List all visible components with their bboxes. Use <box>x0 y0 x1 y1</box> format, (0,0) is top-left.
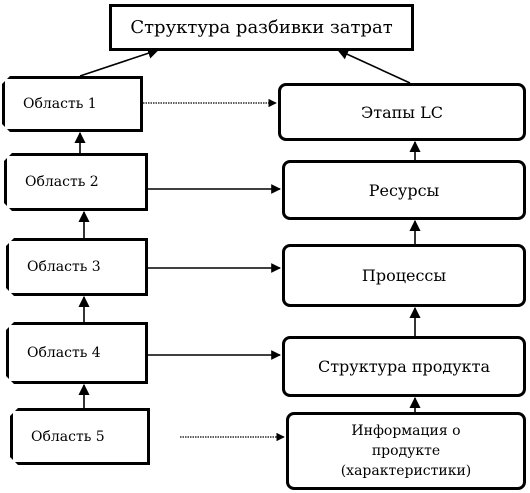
arrow-stage1-to-title <box>336 49 411 84</box>
area-label-2: Область 2 <box>25 174 99 190</box>
arrow-area1-to-title <box>79 47 160 77</box>
title-label: Структура разбивки затрат <box>130 17 393 38</box>
area-label-1: Область 1 <box>23 96 97 112</box>
stage-box-4: Структура продукта <box>282 336 526 397</box>
stage-label-4: Структура продукта <box>317 357 491 376</box>
area-box-2: Область 2 <box>4 153 148 211</box>
area-box-4: Область 4 <box>6 322 148 384</box>
stage-box-1: Этапы LC <box>278 83 526 141</box>
stage-label-5: Информация о продукте (характеристики) <box>340 423 472 479</box>
area-box-1: Область 1 <box>2 76 143 132</box>
stage-box-5: Информация о продукте (характеристики) <box>286 412 526 490</box>
stage-label-3: Процессы <box>361 266 447 285</box>
title-box: Структура разбивки затрат <box>109 4 414 51</box>
stage-box-3: Процессы <box>282 244 526 307</box>
area-label-3: Область 3 <box>27 259 101 275</box>
stage-label-2: Ресурсы <box>368 180 440 200</box>
area-label-4: Область 4 <box>27 345 101 361</box>
stage-label-1: Этапы LC <box>361 102 443 122</box>
area-box-3: Область 3 <box>6 238 148 296</box>
stage-box-2: Ресурсы <box>282 160 526 220</box>
area-label-5: Область 5 <box>31 428 105 445</box>
area-box-5: Область 5 <box>10 408 150 465</box>
